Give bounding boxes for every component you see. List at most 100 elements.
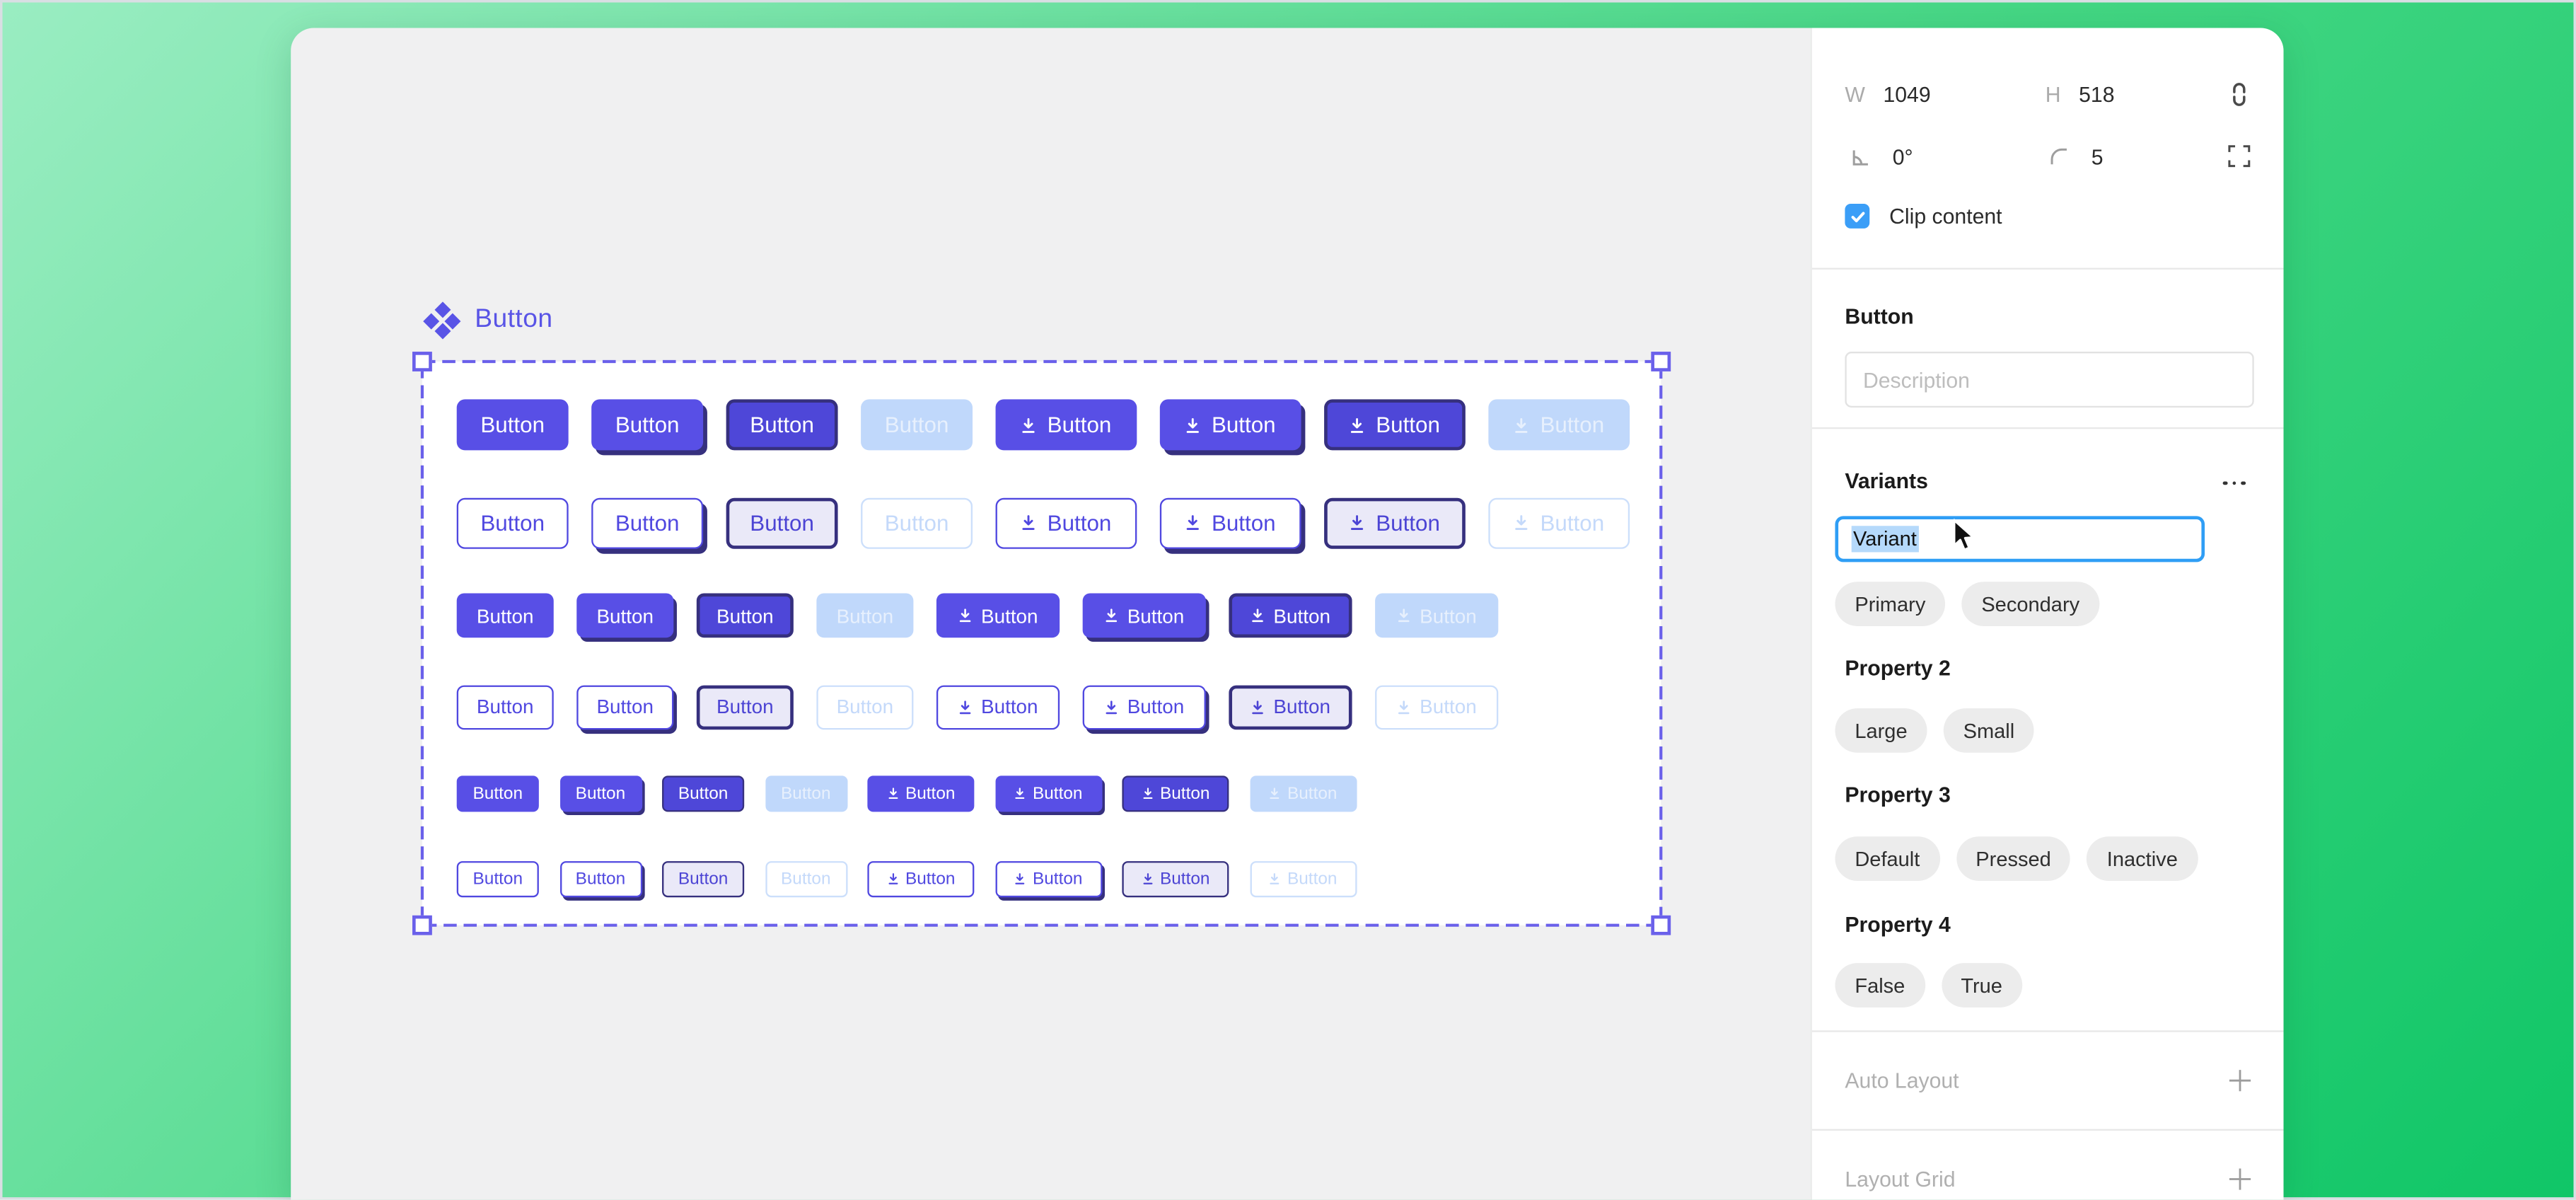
- width-value[interactable]: 1049: [1883, 81, 1931, 106]
- secondary-medium-default-button[interactable]: Button: [456, 684, 554, 729]
- button-label: Button: [905, 783, 956, 804]
- corner-radius-value[interactable]: 5: [2091, 144, 2104, 169]
- secondary-small-shadow-button[interactable]: Button: [559, 861, 642, 898]
- variant-option-pill-primary[interactable]: Primary: [1835, 582, 1946, 626]
- primary-medium-shadow-icon-button[interactable]: Button: [1082, 593, 1206, 638]
- description-input[interactable]: Description: [1845, 352, 2254, 408]
- button-label: Button: [1540, 510, 1605, 536]
- button-label: Button: [716, 604, 774, 628]
- expand-icon[interactable]: [2224, 142, 2254, 171]
- primary-large-default-icon-button[interactable]: Button: [995, 399, 1137, 451]
- divider: [1811, 267, 2284, 270]
- primary-large-shadow-button[interactable]: Button: [591, 399, 704, 451]
- rotation-field[interactable]: 0°: [1845, 142, 1913, 171]
- button-label: Button: [615, 510, 680, 536]
- constrain-proportions-icon[interactable]: [2224, 79, 2254, 108]
- primary-large-inactive-icon-button[interactable]: Button: [1488, 399, 1630, 451]
- height-value[interactable]: 518: [2079, 81, 2115, 106]
- layout-grid-section-label: Layout Grid: [1845, 1167, 1956, 1192]
- selection-handle-bottom-right[interactable]: [1651, 915, 1671, 935]
- download-icon: [1252, 608, 1264, 623]
- primary-large-bevel-button[interactable]: Button: [726, 399, 838, 451]
- secondary-large-inactive-button[interactable]: Button: [861, 497, 973, 548]
- button-label: Button: [1032, 869, 1083, 889]
- primary-small-shadow-button[interactable]: Button: [559, 775, 642, 812]
- primary-medium-default-button[interactable]: Button: [456, 593, 554, 638]
- secondary-small-bevel-button[interactable]: Button: [662, 861, 745, 898]
- primary-medium-inactive-button[interactable]: Button: [816, 593, 914, 638]
- variant-option-pill-inactive[interactable]: Inactive: [2087, 836, 2198, 881]
- primary-large-bevel-icon-button[interactable]: Button: [1324, 399, 1466, 451]
- primary-large-default-button[interactable]: Button: [456, 399, 569, 451]
- primary-large-shadow-icon-button[interactable]: Button: [1159, 399, 1301, 451]
- layout-grid-add-icon[interactable]: [2224, 1163, 2254, 1193]
- variant-name-input[interactable]: Variant: [1835, 516, 2205, 562]
- clip-content-row[interactable]: Clip content: [1845, 204, 2002, 229]
- selection-handle-bottom-left[interactable]: [412, 915, 432, 935]
- primary-medium-bevel-icon-button[interactable]: Button: [1229, 593, 1352, 638]
- variant-option-pill-false[interactable]: False: [1835, 963, 1925, 1008]
- button-label: Button: [596, 604, 654, 628]
- download-icon: [960, 700, 971, 714]
- secondary-medium-shadow-button[interactable]: Button: [576, 684, 674, 729]
- primary-small-bevel-button[interactable]: Button: [662, 775, 745, 812]
- download-icon: [1015, 873, 1025, 885]
- component-diamond-icon: [423, 301, 461, 340]
- secondary-large-bevel-button[interactable]: Button: [726, 497, 838, 548]
- secondary-large-inactive-icon-button[interactable]: Button: [1488, 497, 1630, 548]
- secondary-medium-bevel-icon-button[interactable]: Button: [1229, 684, 1352, 729]
- secondary-small-inactive-icon-button[interactable]: Button: [1249, 861, 1357, 898]
- variant-option-pill-small[interactable]: Small: [1943, 708, 2035, 753]
- secondary-large-shadow-button[interactable]: Button: [591, 497, 704, 548]
- primary-medium-default-icon-button[interactable]: Button: [936, 593, 1060, 638]
- width-field[interactable]: W 1049: [1845, 79, 1930, 108]
- property-3-label: Property 3: [1845, 782, 1951, 807]
- secondary-small-default-icon-button[interactable]: Button: [867, 861, 975, 898]
- secondary-medium-inactive-icon-button[interactable]: Button: [1375, 684, 1499, 729]
- variant-option-pill-pressed[interactable]: Pressed: [1956, 836, 2071, 881]
- variant-option-pill-large[interactable]: Large: [1835, 708, 1927, 753]
- secondary-small-shadow-icon-button[interactable]: Button: [994, 861, 1102, 898]
- download-icon: [1352, 515, 1364, 530]
- primary-small-bevel-icon-button[interactable]: Button: [1122, 775, 1229, 812]
- primary-medium-inactive-icon-button[interactable]: Button: [1375, 593, 1499, 638]
- secondary-small-default-button[interactable]: Button: [456, 861, 539, 898]
- secondary-small-inactive-button[interactable]: Button: [765, 861, 847, 898]
- corner-radius-field[interactable]: 5: [2043, 142, 2104, 171]
- variants-more-options-icon[interactable]: [2222, 468, 2246, 498]
- secondary-large-bevel-icon-button[interactable]: Button: [1324, 497, 1466, 548]
- auto-layout-add-icon[interactable]: [2224, 1065, 2254, 1095]
- height-field[interactable]: H 518: [2046, 79, 2115, 108]
- component-title[interactable]: Button: [423, 301, 552, 340]
- primary-small-default-icon-button[interactable]: Button: [867, 775, 975, 812]
- primary-small-default-button[interactable]: Button: [456, 775, 539, 812]
- secondary-large-default-icon-button[interactable]: Button: [995, 497, 1137, 548]
- secondary-medium-default-icon-button[interactable]: Button: [936, 684, 1060, 729]
- primary-small-inactive-button[interactable]: Button: [765, 775, 847, 812]
- secondary-small-bevel-icon-button[interactable]: Button: [1122, 861, 1229, 898]
- selection-handle-top-left[interactable]: [412, 352, 432, 371]
- primary-small-shadow-icon-button[interactable]: Button: [994, 775, 1102, 812]
- width-label: W: [1845, 81, 1865, 106]
- download-icon: [1142, 788, 1152, 800]
- primary-large-inactive-button[interactable]: Button: [861, 399, 973, 451]
- secondary-large-default-button[interactable]: Button: [456, 497, 569, 548]
- variant-option-pill-secondary[interactable]: Secondary: [1961, 582, 2100, 626]
- primary-medium-bevel-button[interactable]: Button: [696, 593, 794, 638]
- secondary-medium-inactive-button[interactable]: Button: [816, 684, 914, 729]
- rotation-value[interactable]: 0°: [1892, 144, 1913, 169]
- secondary-large-shadow-icon-button[interactable]: Button: [1159, 497, 1301, 548]
- primary-small-inactive-icon-button[interactable]: Button: [1249, 775, 1357, 812]
- variant-option-pill-default[interactable]: Default: [1835, 836, 1940, 881]
- secondary-medium-bevel-button[interactable]: Button: [696, 684, 794, 729]
- secondary-medium-shadow-icon-button[interactable]: Button: [1082, 684, 1206, 729]
- download-icon: [1398, 608, 1410, 623]
- clip-content-checkbox[interactable]: [1845, 204, 1870, 229]
- primary-medium-shadow-button[interactable]: Button: [576, 593, 674, 638]
- selection-handle-top-right[interactable]: [1651, 352, 1671, 371]
- variant-option-pill-true[interactable]: True: [1941, 963, 2022, 1008]
- download-icon: [1270, 788, 1280, 800]
